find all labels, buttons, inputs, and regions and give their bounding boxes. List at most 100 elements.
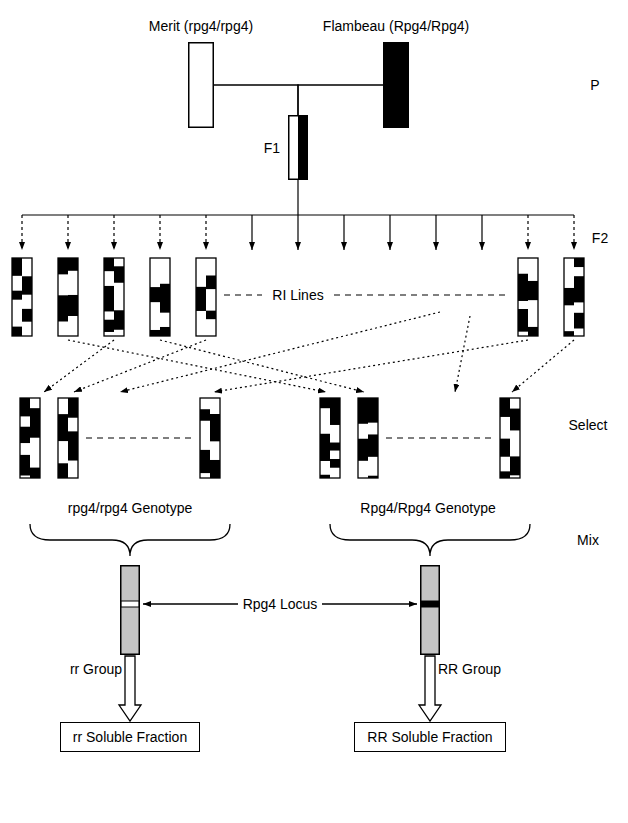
flambeau-segment <box>20 398 30 416</box>
bar-ground <box>383 42 409 128</box>
flambeau-segment <box>500 398 510 417</box>
annotation-label: P <box>590 77 599 93</box>
bar-ground <box>420 565 440 655</box>
process-box: rr Soluble Fraction <box>60 722 200 752</box>
bar-ground <box>500 398 520 478</box>
flambeau-segment <box>104 258 114 271</box>
chromosome-bar <box>564 258 584 336</box>
locus-arrow <box>143 603 238 604</box>
flambeau-segment <box>30 468 40 478</box>
bar-ground <box>12 258 32 336</box>
flambeau-segment <box>564 288 574 305</box>
bar-outline <box>150 258 170 336</box>
annotation-label: rpg4/rpg4 Genotype <box>68 500 193 516</box>
curly-brace <box>30 524 230 556</box>
selection-arrow <box>74 340 206 392</box>
annotation-label: Mix <box>577 532 599 548</box>
bar-outline <box>58 398 78 478</box>
selection-arrow <box>68 340 326 392</box>
flambeau-segment <box>320 434 330 461</box>
curly-brace <box>330 524 530 556</box>
chromosome-bar: Flambeau (Rpg4/Rpg4) <box>383 42 409 128</box>
bar-outline <box>320 398 340 478</box>
bar-outline <box>564 258 584 336</box>
chromosome-shape <box>120 565 140 655</box>
bar-outline <box>12 258 32 336</box>
locus-band <box>121 601 140 607</box>
bar-ground <box>150 258 170 336</box>
chromosome-bar <box>320 398 340 478</box>
bar-label: Flambeau (Rpg4/Rpg4) <box>323 18 469 34</box>
chromosome-shape <box>420 565 440 655</box>
chromosome-bar: Merit (rpg4/rpg4) <box>188 42 214 128</box>
flambeau-segment <box>58 258 68 274</box>
selection-arrow <box>455 316 470 392</box>
flambeau-segment <box>368 398 378 423</box>
chromosome-bar <box>358 398 378 478</box>
offspring-arrow <box>481 215 482 250</box>
bar-label: rr Group <box>70 661 122 677</box>
bar-ground <box>20 398 40 478</box>
flambeau-segment <box>206 275 216 289</box>
flambeau-segment <box>12 258 22 276</box>
flambeau-segment <box>574 276 584 302</box>
annotation-label: Rpg4/Rpg4 Genotype <box>360 500 495 516</box>
flambeau-segment <box>22 276 32 294</box>
bar-outline <box>384 43 409 128</box>
flambeau-segment <box>22 309 32 322</box>
flambeau-segment <box>358 439 368 461</box>
offspring-arrow <box>205 215 206 250</box>
ellipsis-dash <box>386 437 494 438</box>
bar-ground <box>188 42 214 128</box>
flambeau-segment <box>564 331 574 336</box>
flambeau-segment <box>510 456 520 475</box>
flambeau-segment <box>210 414 220 441</box>
bar-outline <box>289 116 308 180</box>
bar-ground <box>196 258 216 336</box>
flambeau-segment <box>68 258 78 271</box>
chromosome-shape <box>288 115 308 180</box>
flambeau-segment <box>196 287 206 311</box>
connector <box>119 656 141 721</box>
offspring-arrow <box>343 215 344 250</box>
flambeau-segment <box>104 286 114 312</box>
bar-outline <box>20 398 40 478</box>
flambeau-segment <box>500 439 510 457</box>
chromosome-bar: rr Group <box>120 565 140 655</box>
bar-outline <box>500 398 520 478</box>
flambeau-segment <box>358 398 368 424</box>
bar-ground <box>200 398 220 478</box>
offspring-arrow <box>67 215 68 250</box>
selection-arrow <box>512 340 574 392</box>
bar-ground <box>104 258 124 336</box>
flambeau-segment <box>150 287 160 302</box>
bar-ground <box>58 398 78 478</box>
flambeau-segment <box>528 281 538 300</box>
offspring-arrow <box>21 215 22 250</box>
flambeau-segment <box>574 258 584 267</box>
chromosome-bar <box>196 258 216 336</box>
bar-ground <box>564 258 584 336</box>
flambeau-segment <box>200 450 210 473</box>
flambeau-segment <box>320 398 330 408</box>
flambeau-segment <box>20 455 30 476</box>
bar-label: Merit (rpg4/rpg4) <box>149 18 253 34</box>
chromosome-bar <box>200 398 220 478</box>
chromosome-bar <box>20 398 40 478</box>
flambeau-segment <box>500 471 510 478</box>
flambeau-segment <box>68 295 78 316</box>
locus-band <box>421 601 440 607</box>
bar-ground <box>120 565 140 655</box>
flambeau-segment <box>68 431 78 460</box>
bar-outline <box>421 566 440 655</box>
flambeau-segment <box>160 284 170 313</box>
chromosome-bar <box>104 258 124 336</box>
flambeau-segment <box>574 313 584 329</box>
bar-outline <box>58 258 78 336</box>
flambeau-segment <box>68 398 78 418</box>
bar-ground <box>518 258 538 336</box>
bar-outline <box>189 43 214 128</box>
offspring-arrow <box>297 215 298 250</box>
